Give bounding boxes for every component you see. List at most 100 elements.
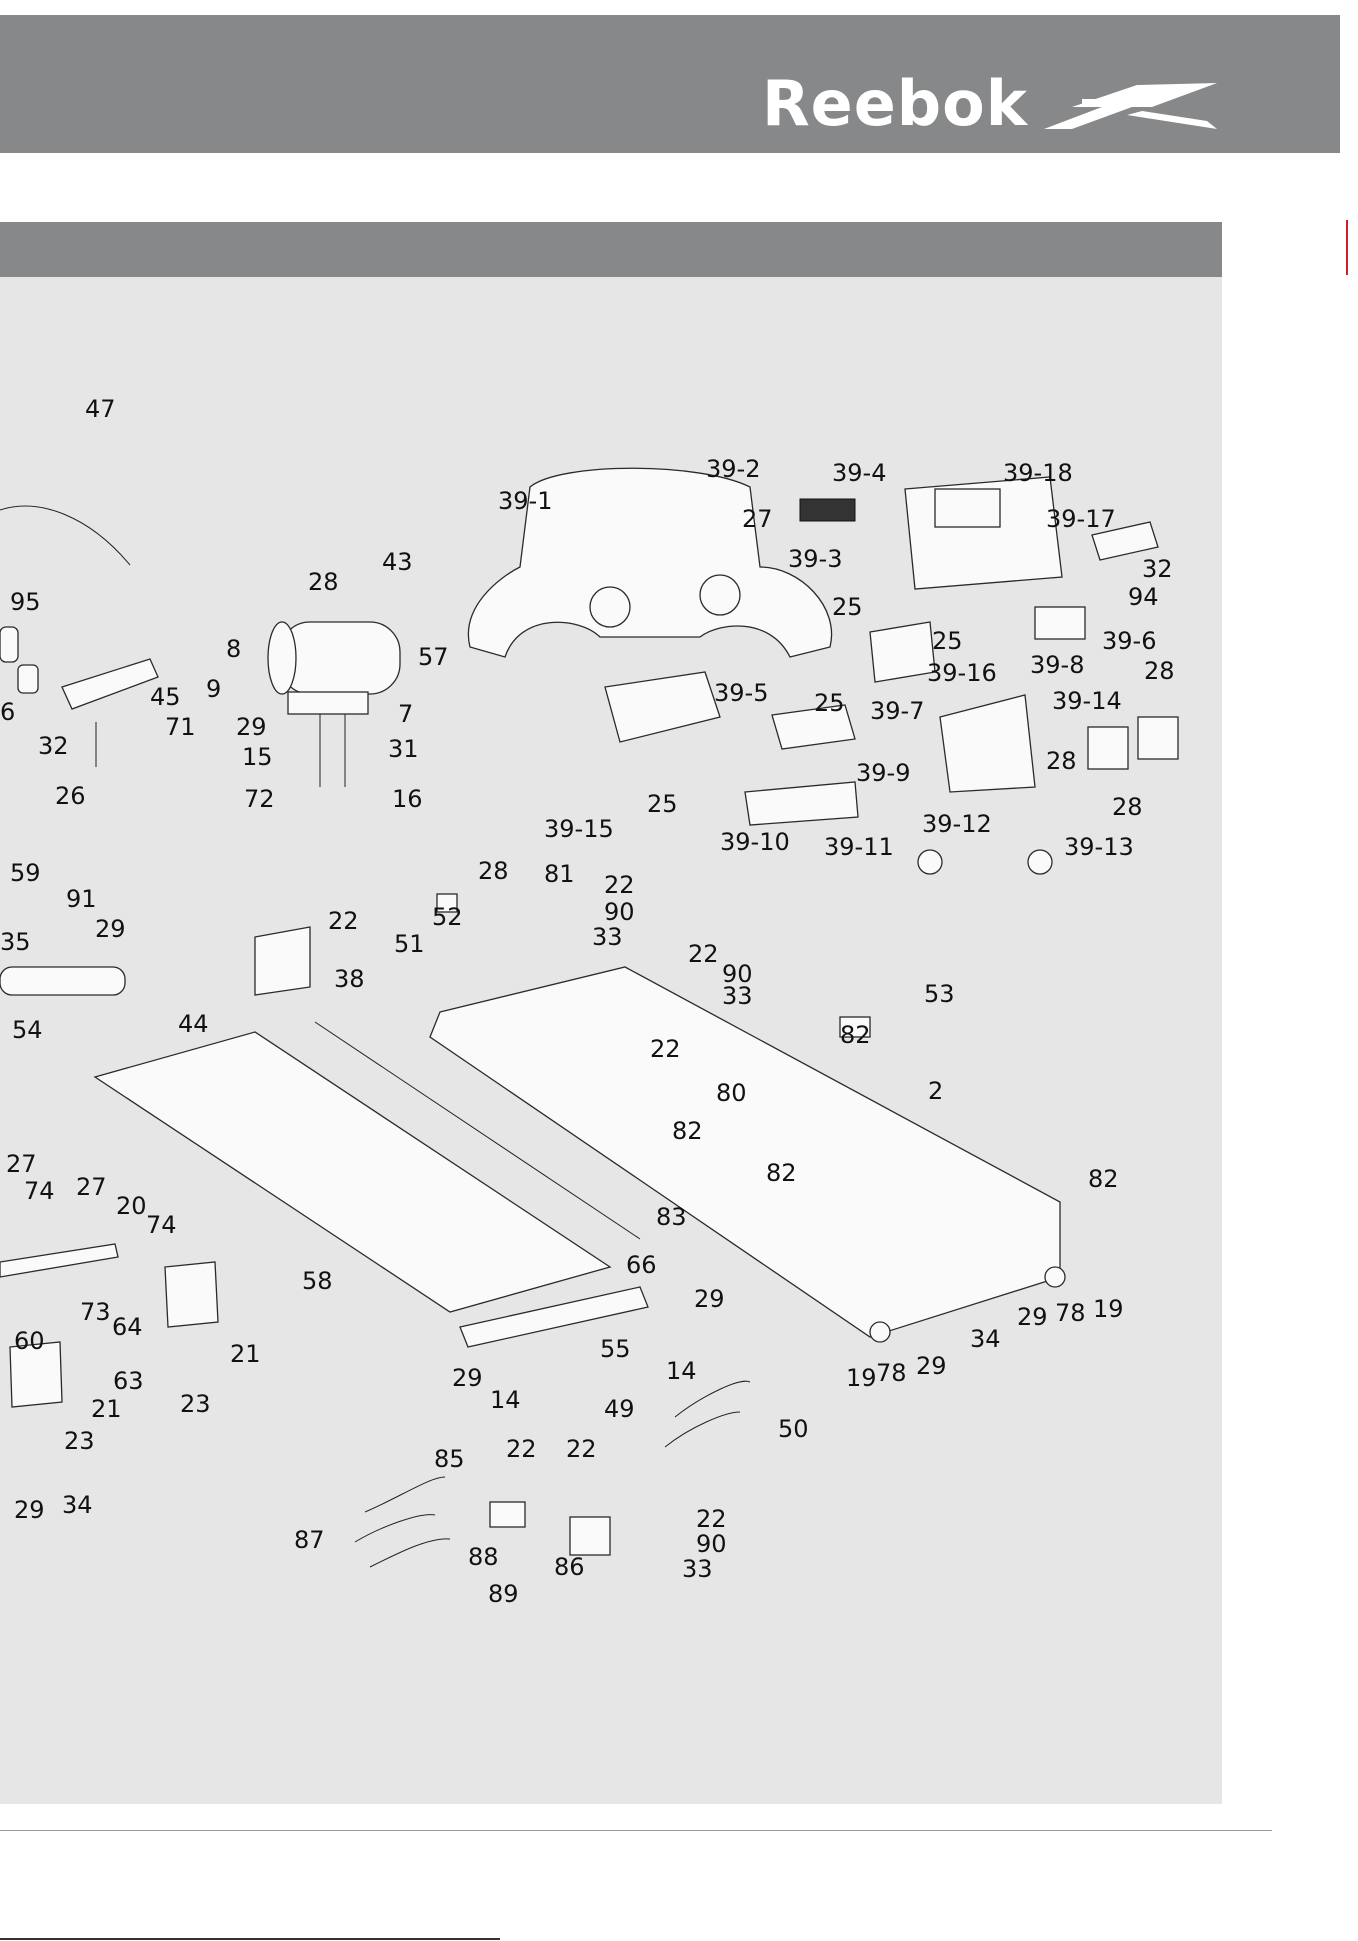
callout: 6 xyxy=(0,698,15,726)
callout: 94 xyxy=(1128,583,1159,611)
part-39-12-disc xyxy=(917,849,943,875)
callout: 20 xyxy=(116,1192,147,1220)
part-53-cord xyxy=(839,1016,871,1038)
part-39-6 xyxy=(1034,606,1086,640)
part-39-9-overlay xyxy=(744,781,859,826)
part-88-wire xyxy=(354,1514,436,1543)
callout: 47 xyxy=(85,395,116,423)
part-49-wire xyxy=(674,1380,751,1418)
callout: 82 xyxy=(672,1117,703,1145)
callout: 28 xyxy=(1144,657,1175,685)
callout: 32 xyxy=(1142,555,1173,583)
part-39-13-disc xyxy=(1027,849,1053,875)
callout: 22 xyxy=(604,871,635,899)
callout: 50 xyxy=(778,1415,809,1443)
part-87-wire xyxy=(364,1476,446,1513)
callout: 34 xyxy=(62,1491,93,1519)
header-bar: Reebok xyxy=(0,15,1340,153)
callout: 28 xyxy=(1046,747,1077,775)
callout: 22 xyxy=(506,1435,537,1463)
callout: 58 xyxy=(302,1267,333,1295)
reebok-wordmark: Reebok xyxy=(761,67,1028,140)
callout: 53 xyxy=(924,980,955,1008)
part-85-relay xyxy=(489,1501,526,1528)
callout: 39-1 xyxy=(498,487,552,515)
callout: 21 xyxy=(230,1340,261,1368)
part-78-wheel-left xyxy=(869,1321,891,1343)
callout: 90 xyxy=(696,1530,727,1558)
callout: 59 xyxy=(10,859,41,887)
part-39-17 xyxy=(1091,521,1159,561)
part-39-7-keypad xyxy=(771,704,856,750)
part-54-roller xyxy=(0,966,126,996)
part-66-rails xyxy=(314,1021,641,1240)
callout: 34 xyxy=(970,1325,1001,1353)
callout: 49 xyxy=(604,1395,635,1423)
callout: 39-4 xyxy=(832,459,886,487)
callout: 64 xyxy=(112,1313,143,1341)
callout: 27 xyxy=(6,1150,37,1178)
callout: 22 xyxy=(650,1035,681,1063)
callout: 29 xyxy=(236,713,267,741)
callout: 74 xyxy=(24,1177,55,1205)
callout: 27 xyxy=(76,1173,107,1201)
callout: 44 xyxy=(178,1010,209,1038)
callout: 57 xyxy=(418,643,449,671)
page-edge xyxy=(1344,0,1347,1941)
footer-rule xyxy=(0,1830,1272,1831)
part-50-wire xyxy=(664,1411,741,1448)
callout: 39-12 xyxy=(922,810,992,838)
callout: 45 xyxy=(150,683,181,711)
callout: 19 xyxy=(1093,1295,1124,1323)
callout: 25 xyxy=(832,593,863,621)
callout: 39-2 xyxy=(706,455,760,483)
callout: 81 xyxy=(544,860,575,888)
callout: 39-14 xyxy=(1052,687,1122,715)
callout: 27 xyxy=(742,505,773,533)
callout: 89 xyxy=(488,1580,519,1608)
callout: 22 xyxy=(328,907,359,935)
callout: 78 xyxy=(1055,1299,1086,1327)
callout: 39-18 xyxy=(1003,459,1073,487)
part-39-1-console xyxy=(467,467,833,658)
part-39-14-speaker-left xyxy=(1087,726,1129,770)
reebok-vector-icon xyxy=(1044,82,1217,129)
callout: 60 xyxy=(14,1327,45,1355)
callout: 35 xyxy=(0,928,31,956)
part-95 xyxy=(0,626,19,663)
callout: 63 xyxy=(113,1367,144,1395)
part-51-switch xyxy=(436,893,458,913)
callout: 71 xyxy=(165,713,196,741)
part-78-wheel-right xyxy=(1044,1266,1066,1288)
part-64-endcap xyxy=(164,1261,219,1328)
part-39-4-display xyxy=(934,488,1001,528)
callout: 39-9 xyxy=(856,759,910,787)
callout: 54 xyxy=(12,1016,43,1044)
part-58-deck xyxy=(93,1031,612,1313)
part-6 xyxy=(17,664,39,694)
callout: 28 xyxy=(308,568,339,596)
part-86-transformer xyxy=(569,1516,611,1556)
callout: 23 xyxy=(64,1427,95,1455)
part-60-deck-edge xyxy=(0,1243,119,1278)
callout: 25 xyxy=(932,627,963,655)
callout: 43 xyxy=(382,548,413,576)
part-39-2-grille xyxy=(799,498,856,522)
callout: 29 xyxy=(14,1496,45,1524)
callout: 39-13 xyxy=(1064,833,1134,861)
callout: 28 xyxy=(478,857,509,885)
part-47-wire xyxy=(0,505,131,566)
callout: 29 xyxy=(916,1352,947,1380)
part-63-endcap xyxy=(9,1341,63,1408)
section-bar xyxy=(0,222,1222,277)
part-39-1-right-knob xyxy=(699,574,741,616)
callout: 15 xyxy=(242,743,273,771)
callout: 39-6 xyxy=(1102,627,1156,655)
callout: 95 xyxy=(10,588,41,616)
part-39-8 xyxy=(939,694,1036,793)
callout: 90 xyxy=(722,960,753,988)
callout: 25 xyxy=(647,790,678,818)
callout: 39-10 xyxy=(720,828,790,856)
callout: 72 xyxy=(244,785,275,813)
callout: 33 xyxy=(682,1555,713,1583)
